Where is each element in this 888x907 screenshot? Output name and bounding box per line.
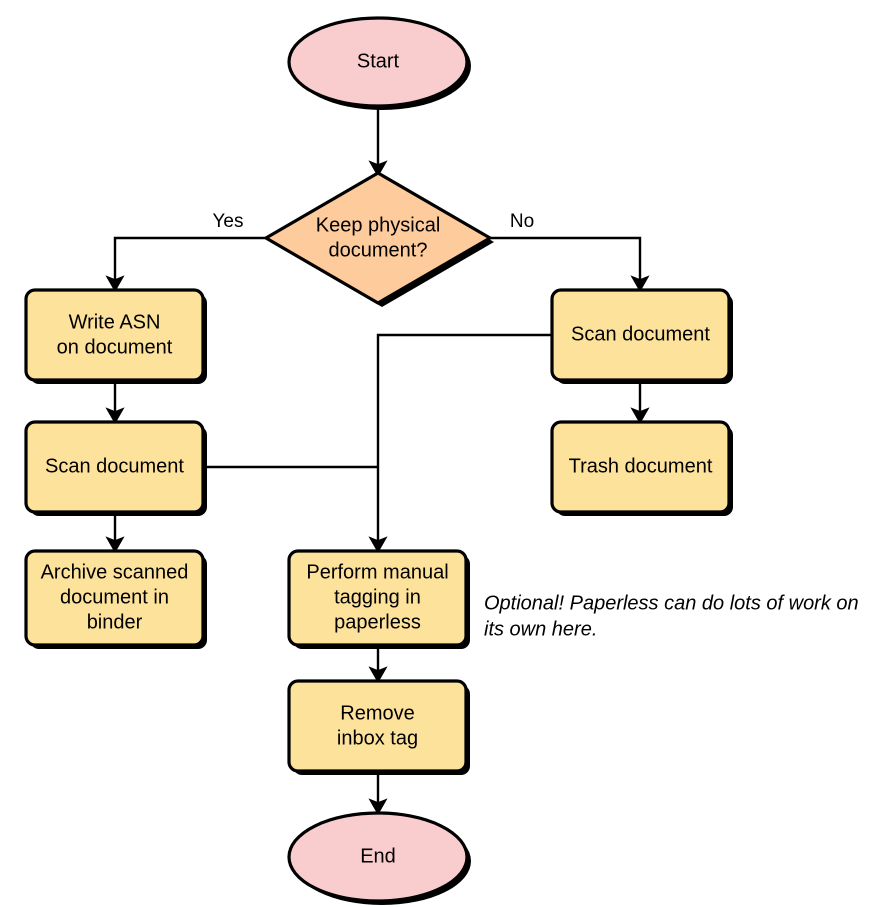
write-asn-label-line2: on document bbox=[57, 336, 173, 358]
remove-tag-label-line2: inbox tag bbox=[337, 727, 418, 749]
archive-label-line1: Archive scanned bbox=[41, 561, 189, 583]
decision-label-line1: Keep physical bbox=[316, 214, 441, 236]
annotation-line1: Optional! Paperless can do lots of work … bbox=[484, 592, 859, 614]
node-remove-inbox-tag[interactable]: Remove inbox tag bbox=[287, 679, 470, 775]
edge-decision-yes-to-write-asn bbox=[105, 236, 266, 293]
remove-tag-label-line1: Remove bbox=[340, 702, 414, 724]
node-scan-document-left[interactable]: Scan document bbox=[24, 420, 207, 516]
node-end[interactable]: End bbox=[287, 811, 471, 905]
tagging-box bbox=[287, 549, 468, 647]
trash-label: Trash document bbox=[569, 455, 713, 477]
end-label: End bbox=[360, 845, 396, 867]
tagging-label-line2: tagging in bbox=[334, 586, 421, 608]
node-scan-document-right[interactable]: Scan document bbox=[550, 288, 733, 384]
write-asn-box bbox=[24, 288, 205, 382]
archive-box bbox=[24, 549, 205, 647]
edge-layer bbox=[105, 106, 650, 816]
decision-diamond bbox=[264, 171, 492, 305]
node-perform-manual-tagging-in-paperless[interactable]: Perform manual tagging in paperless bbox=[287, 549, 470, 649]
node-write-asn-on-document[interactable]: Write ASN on document bbox=[24, 288, 207, 384]
archive-label-line2: document in bbox=[60, 586, 169, 608]
tagging-label-line1: Perform manual bbox=[306, 561, 448, 583]
edge-label-yes: Yes bbox=[213, 211, 244, 232]
tagging-label-line3: paperless bbox=[334, 611, 421, 633]
start-label: Start bbox=[357, 50, 400, 72]
edge-scan-right-to-tagging bbox=[368, 333, 552, 554]
annotation-line2: its own here. bbox=[484, 618, 597, 640]
decision-label-line2: document? bbox=[329, 239, 428, 261]
archive-label-line3: binder bbox=[87, 611, 143, 633]
node-decision-keep-physical-document[interactable]: Keep physical document? bbox=[264, 171, 494, 307]
node-archive-scanned-document-in-binder[interactable]: Archive scanned document in binder bbox=[24, 549, 207, 649]
edge-label-layer: Yes No bbox=[213, 211, 535, 232]
scan-left-box bbox=[24, 420, 205, 514]
scan-left-label: Scan document bbox=[45, 455, 184, 477]
trash-box bbox=[550, 420, 731, 514]
start-ellipse bbox=[287, 16, 469, 108]
remove-tag-box bbox=[287, 679, 468, 773]
scan-right-label: Scan document bbox=[571, 323, 710, 345]
node-start[interactable]: Start bbox=[287, 16, 471, 110]
edge-label-no: No bbox=[510, 211, 534, 232]
node-trash-document[interactable]: Trash document bbox=[550, 420, 733, 516]
scan-right-box bbox=[550, 288, 731, 382]
edge-decision-no-to-scan-right bbox=[490, 236, 650, 293]
optional-annotation: Optional! Paperless can do lots of work … bbox=[484, 592, 859, 640]
end-ellipse bbox=[287, 811, 469, 903]
write-asn-label-line1: Write ASN bbox=[69, 311, 161, 333]
